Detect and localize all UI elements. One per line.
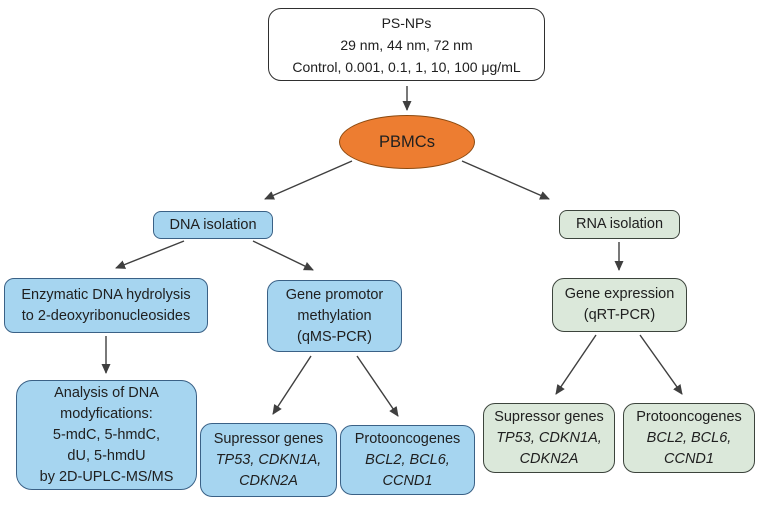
- protoonco-rna-genes: CCND1: [664, 450, 714, 467]
- arrow-expression-to-protoonco-rna: [639, 334, 683, 395]
- arrow-promotor-to-protoonco-dna: [356, 355, 399, 417]
- node-rna-isolation: RNA isolation: [559, 210, 680, 239]
- protoonco-dna-genes: CCND1: [382, 472, 433, 489]
- node-gene-promotor-methylation: Gene promotor methylation (qMS-PCR): [267, 280, 402, 352]
- node-ps-nps: PS-NPs 29 nm, 44 nm, 72 nm Control, 0.00…: [268, 8, 545, 81]
- arrow-pbmcs-to-dna-isolation: [264, 160, 353, 200]
- node-supressor-genes-dna: Supressor genes TP53, CDKN1A, CDKN2A: [200, 423, 337, 497]
- gene-promotor-line: Gene promotor: [285, 286, 384, 303]
- arrow-promotor-to-supressor-dna: [272, 355, 312, 415]
- supressor-rna-genes: CDKN2A: [519, 450, 579, 467]
- node-dna-isolation: DNA isolation: [153, 211, 273, 239]
- gene-promotor-line: (qMS-PCR): [297, 328, 372, 345]
- pbmcs-label: PBMCs: [379, 132, 435, 151]
- protoonco-dna-title: Protooncogenes: [354, 430, 461, 447]
- rna-isolation-label: RNA isolation: [575, 216, 664, 232]
- arrow-pbmcs-to-rna-isolation: [461, 160, 550, 200]
- node-protooncogenes-rna: Protooncogenes BCL2, BCL6, CCND1: [623, 403, 755, 473]
- analysis-line: modyfications:: [60, 405, 153, 422]
- analysis-line: dU, 5-hmdU: [67, 447, 146, 464]
- node-pbmcs: PBMCs: [339, 115, 475, 169]
- analysis-line: 5-mdC, 5-hmdC,: [52, 426, 161, 443]
- arrow-expression-to-supressor-rna: [555, 334, 597, 395]
- ps-nps-doses: Control, 0.001, 0.1, 1, 10, 100 μg/mL: [292, 58, 521, 75]
- node-protooncogenes-dna: Protooncogenes BCL2, BCL6, CCND1: [340, 425, 475, 495]
- node-enzymatic-hydrolysis: Enzymatic DNA hydrolysis to 2-deoxyribon…: [4, 278, 208, 333]
- ps-nps-sizes: 29 nm, 44 nm, 72 nm: [340, 36, 473, 53]
- node-supressor-genes-rna: Supressor genes TP53, CDKN1A, CDKN2A: [483, 403, 615, 473]
- arrow-dna-to-enzymatic: [115, 240, 185, 269]
- node-dna-modifications-analysis: Analysis of DNA modyfications: 5-mdC, 5-…: [16, 380, 197, 490]
- gene-expression-line: (qRT-PCR): [583, 307, 656, 323]
- gene-expression-line: Gene expression: [564, 286, 675, 302]
- enzymatic-line: to 2-deoxyribonucleosides: [21, 307, 191, 324]
- supressor-rna-title: Supressor genes: [494, 408, 604, 425]
- analysis-line: Analysis of DNA: [54, 384, 159, 401]
- protoonco-rna-genes: BCL2, BCL6,: [646, 429, 732, 446]
- arrow-dna-to-gene-promotor: [252, 240, 314, 271]
- protoonco-rna-title: Protooncogenes: [636, 408, 742, 425]
- supressor-dna-title: Supressor genes: [213, 430, 324, 447]
- enzymatic-line: Enzymatic DNA hydrolysis: [21, 286, 191, 303]
- analysis-line: by 2D-UPLC-MS/MS: [39, 468, 174, 485]
- protoonco-dna-genes: BCL2, BCL6,: [365, 451, 450, 468]
- ps-nps-title: PS-NPs: [381, 14, 432, 31]
- gene-promotor-line: methylation: [297, 307, 372, 324]
- supressor-dna-genes: CDKN2A: [239, 472, 298, 489]
- supressor-rna-genes: TP53, CDKN1A,: [496, 429, 602, 446]
- supressor-dna-genes: TP53, CDKN1A,: [215, 451, 322, 468]
- node-gene-expression: Gene expression (qRT-PCR): [552, 278, 687, 332]
- dna-isolation-label: DNA isolation: [169, 216, 257, 233]
